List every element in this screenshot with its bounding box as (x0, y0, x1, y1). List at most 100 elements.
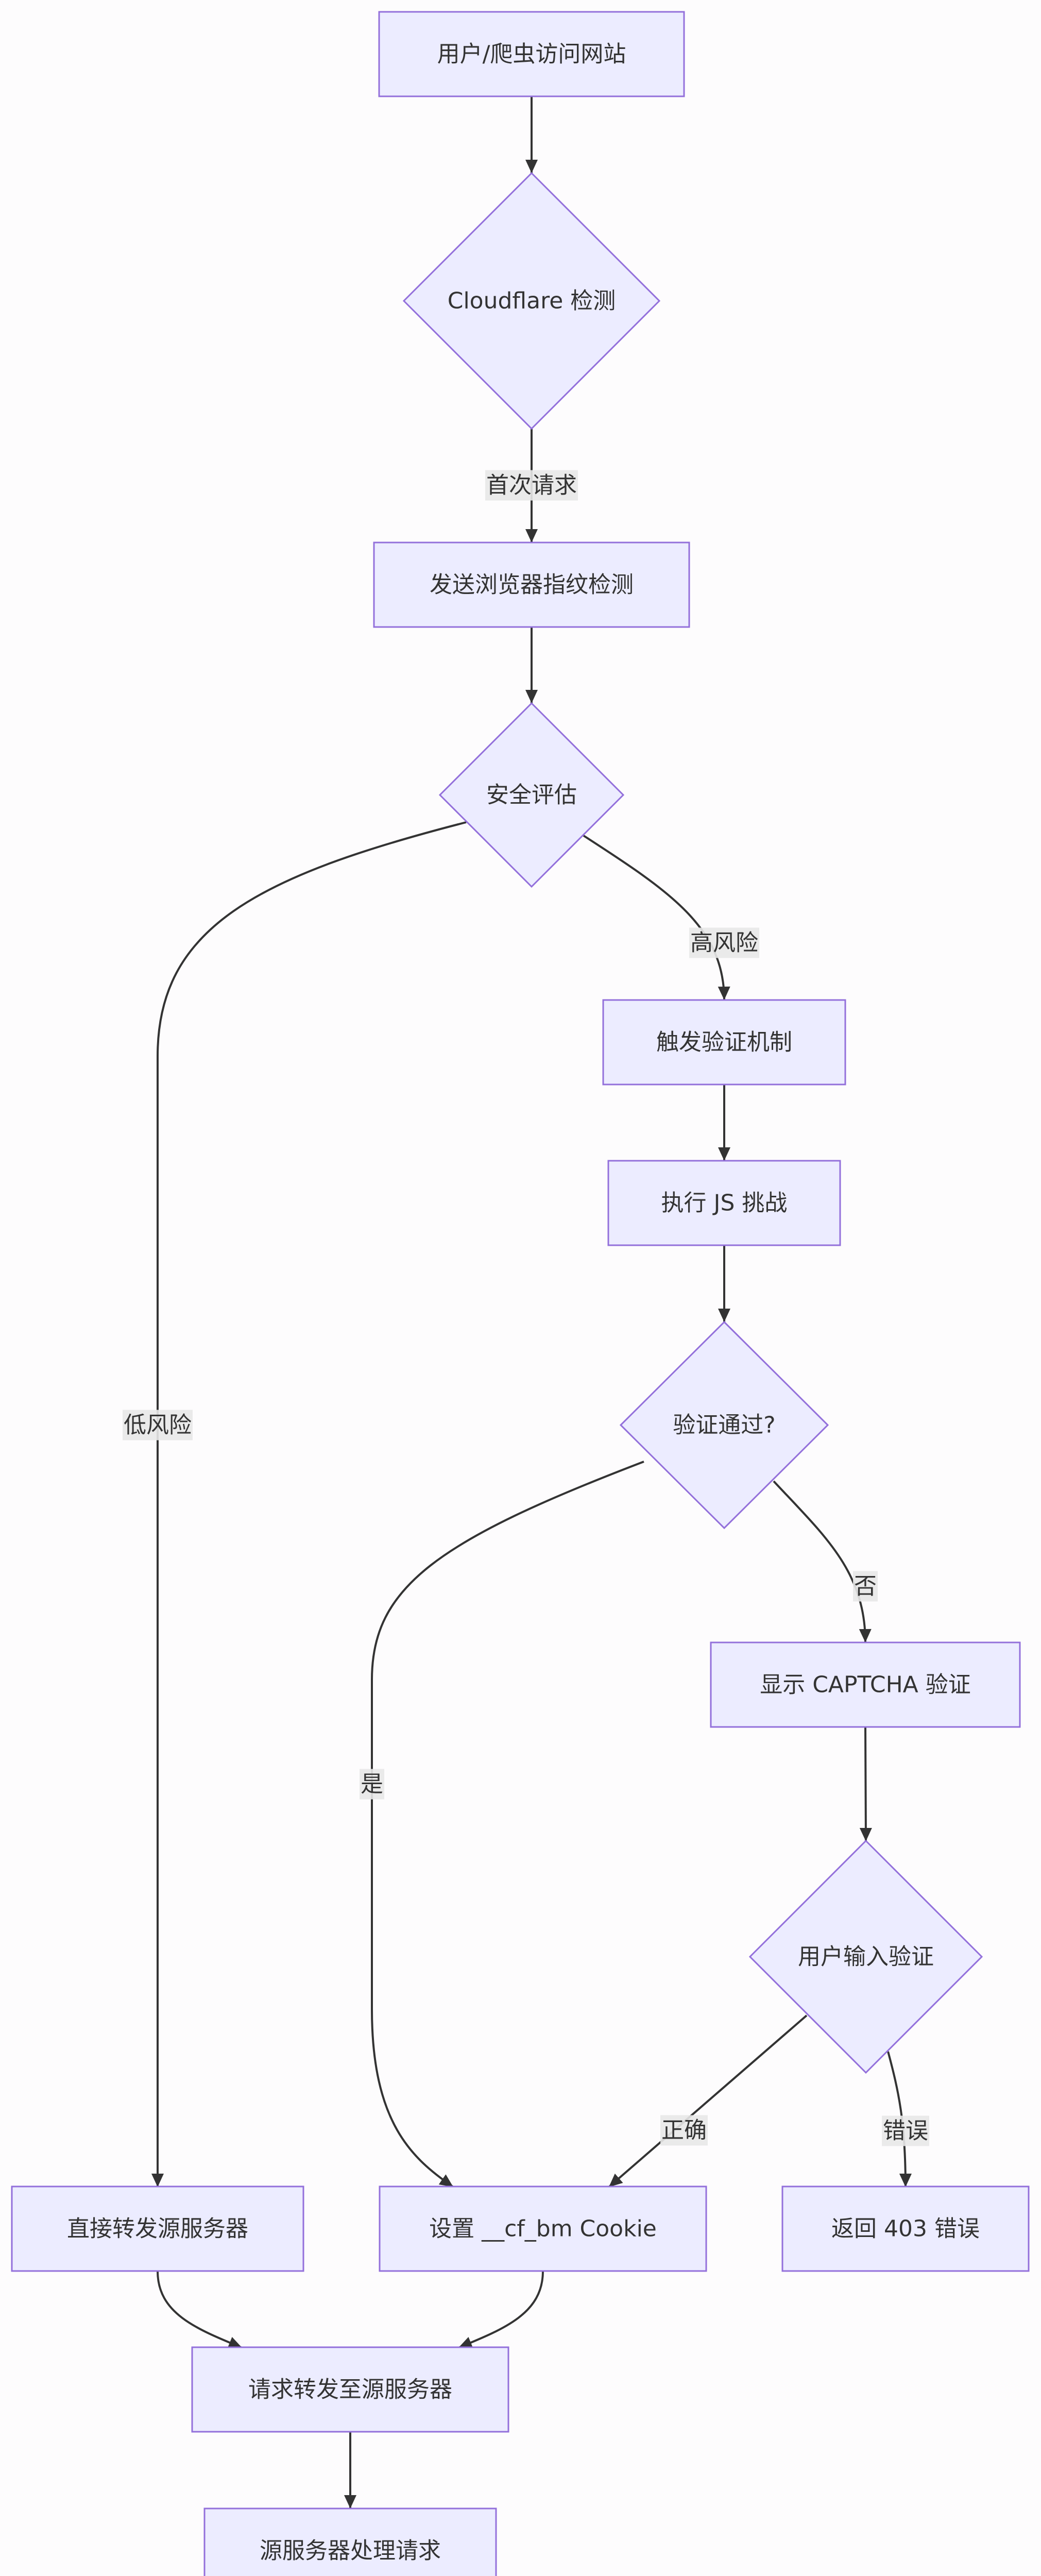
node-label: 用户/爬虫访问网站 (437, 41, 626, 67)
arrowhead-icon (227, 2337, 242, 2349)
arrowhead-icon (458, 2337, 473, 2349)
edge-line (864, 1726, 867, 1842)
process-node-k[interactable]: 设置 __cf_bm Cookie (379, 2185, 707, 2272)
node-label: 安全评估 (486, 782, 577, 808)
edge-line (773, 1480, 866, 1643)
arrowhead-icon (899, 2173, 912, 2187)
edge-m-n (344, 2432, 356, 2509)
edge-g-h (773, 1480, 872, 1643)
edge-label-text: 否 (854, 1573, 877, 1600)
edge-g-k (371, 1461, 644, 2188)
node-label: 显示 CAPTCHA 验证 (760, 1672, 971, 1698)
edge-label: 首次请求 (485, 470, 578, 501)
diamond-shape (748, 1839, 983, 2074)
arrowhead-icon (438, 2174, 453, 2187)
decision-node-b[interactable]: Cloudflare 检测 (402, 172, 661, 430)
rect-shape (373, 541, 690, 628)
edge-a-b (525, 96, 538, 173)
rect-shape (203, 2507, 497, 2576)
edge-f-g (718, 1245, 730, 1322)
edge-label-text: 是 (361, 1771, 383, 1798)
edge-d-j (151, 821, 467, 2187)
edge-j-m (157, 2270, 243, 2349)
arrowhead-icon (344, 2495, 356, 2509)
edge-c-d (525, 627, 538, 703)
node-label: 设置 __cf_bm Cookie (429, 2216, 657, 2242)
edges-layer (151, 96, 912, 2509)
edge-h-i (859, 1726, 872, 1842)
decision-node-i[interactable]: 用户输入验证 (748, 1839, 983, 2074)
diamond-shape (619, 1320, 829, 1530)
process-node-a[interactable]: 用户/爬虫访问网站 (378, 11, 685, 97)
process-node-h[interactable]: 显示 CAPTCHA 验证 (710, 1641, 1021, 1728)
arrowhead-icon (718, 1147, 730, 1161)
decision-node-d[interactable]: 安全评估 (438, 702, 625, 888)
node-label: 请求转发至源服务器 (248, 2377, 452, 2403)
edge-label: 低风险 (123, 1410, 193, 1440)
edge-label-text: 低风险 (124, 1412, 192, 1438)
diamond-shape (438, 702, 625, 888)
rect-shape (602, 999, 846, 1086)
process-node-m[interactable]: 请求转发至源服务器 (191, 2346, 509, 2433)
rect-shape (379, 2185, 707, 2272)
edge-line (887, 2051, 907, 2188)
edge-label-background (360, 1769, 384, 1800)
diamond-shape (402, 172, 661, 430)
edge-i-k (608, 2014, 808, 2188)
edge-label: 是 (360, 1769, 384, 1800)
edge-label-text: 高风险 (690, 930, 758, 956)
rect-shape (378, 11, 685, 97)
edge-label-text: 正确 (661, 2117, 707, 2144)
arrowhead-icon (718, 1309, 730, 1322)
edge-i-l (887, 2051, 912, 2188)
edge-label-background (485, 470, 578, 501)
edge-label-background (882, 2115, 929, 2146)
node-label: 执行 JS 挑战 (661, 1190, 788, 1216)
arrowhead-icon (525, 160, 538, 173)
node-label: 源服务器处理请求 (260, 2538, 441, 2564)
arrowhead-icon (609, 2173, 623, 2187)
edge-line (157, 821, 467, 2187)
edge-label-text: 首次请求 (486, 472, 577, 499)
node-label: 验证通过? (673, 1412, 775, 1438)
edge-k-m (458, 2270, 544, 2349)
rect-shape (191, 2346, 509, 2433)
node-label: 返回 403 错误 (831, 2216, 980, 2242)
process-node-j[interactable]: 直接转发源服务器 (11, 2185, 304, 2272)
edge-e-f (718, 1084, 730, 1161)
edge-label-background (853, 1571, 878, 1602)
arrowhead-icon (525, 529, 538, 543)
rect-shape (11, 2185, 304, 2272)
edge-d-e (583, 835, 730, 1001)
process-node-l[interactable]: 返回 403 错误 (781, 2185, 1030, 2272)
edge-line (608, 2014, 808, 2188)
edge-line (157, 2270, 243, 2349)
edge-line (583, 835, 725, 1001)
process-node-f[interactable]: 执行 JS 挑战 (607, 1160, 841, 1246)
process-node-c[interactable]: 发送浏览器指纹检测 (373, 541, 690, 628)
edge-label: 否 (853, 1571, 878, 1602)
nodes-layer: 用户/爬虫访问网站 Cloudflare 检测发送浏览器指纹检测安全评估触发验证机… (11, 11, 1030, 2576)
node-label: 直接转发源服务器 (67, 2216, 248, 2242)
edge-line (458, 2270, 544, 2349)
edge-label: 高风险 (689, 927, 759, 958)
edge-label: 正确 (660, 2115, 708, 2146)
decision-node-g[interactable]: 验证通过? (619, 1320, 829, 1530)
arrowhead-icon (151, 2174, 164, 2187)
process-node-e[interactable]: 触发验证机制 (602, 999, 846, 1086)
node-label: 发送浏览器指纹检测 (430, 572, 634, 598)
node-label: Cloudflare 检测 (448, 288, 616, 314)
rect-shape (607, 1160, 841, 1246)
arrowhead-icon (859, 1827, 872, 1841)
process-node-n[interactable]: 源服务器处理请求 (203, 2507, 497, 2576)
edge-line (371, 1461, 644, 2188)
rect-shape (710, 1641, 1021, 1728)
edge-label-background (123, 1410, 193, 1440)
arrowhead-icon (718, 986, 730, 1000)
edge-label: 错误 (882, 2115, 929, 2146)
rect-shape (781, 2185, 1030, 2272)
edge-label-background (660, 2115, 708, 2146)
edge-label-background (689, 927, 759, 958)
